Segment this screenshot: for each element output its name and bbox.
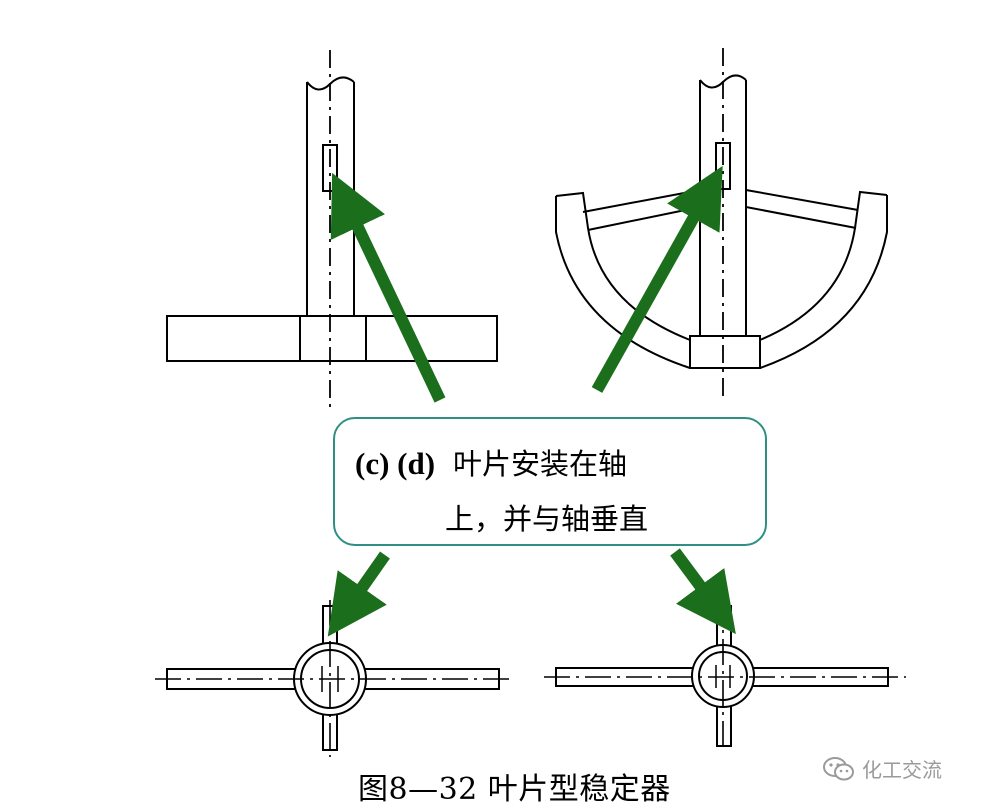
arrow-to-key-c [330, 172, 446, 403]
figure-d-top-view [544, 598, 906, 752]
arrow-to-top-view-c [327, 551, 390, 637]
figure-d-side-view [555, 48, 888, 396]
arrow-to-key-d [591, 165, 723, 393]
figure-c-side-view [166, 50, 498, 412]
wechat-icon [823, 756, 854, 780]
key-slot-c [322, 144, 338, 192]
callout-text-1: 叶片安装在轴 [453, 447, 628, 481]
watermark-text: 化工交流 [862, 758, 942, 782]
watermark: 化工交流 [822, 754, 942, 783]
arrow-to-top-view-d [670, 548, 736, 635]
callout-box: (c) (d) 叶片安装在轴 上，并与轴垂直 [333, 417, 767, 546]
pointer-arrows [327, 165, 736, 637]
hub-d [689, 335, 761, 369]
callout-line-2: 上，并与轴垂直 [445, 502, 649, 536]
figure-c-top-view [155, 600, 512, 757]
curved-frame-d [555, 189, 888, 369]
figure-caption: 图8—32 叶片型稳定器 [358, 772, 671, 807]
blade-c [166, 315, 498, 362]
callout-line-1: (c) (d) 叶片安装在轴 [355, 441, 627, 483]
callout-tag: (c) (d) [355, 446, 436, 481]
